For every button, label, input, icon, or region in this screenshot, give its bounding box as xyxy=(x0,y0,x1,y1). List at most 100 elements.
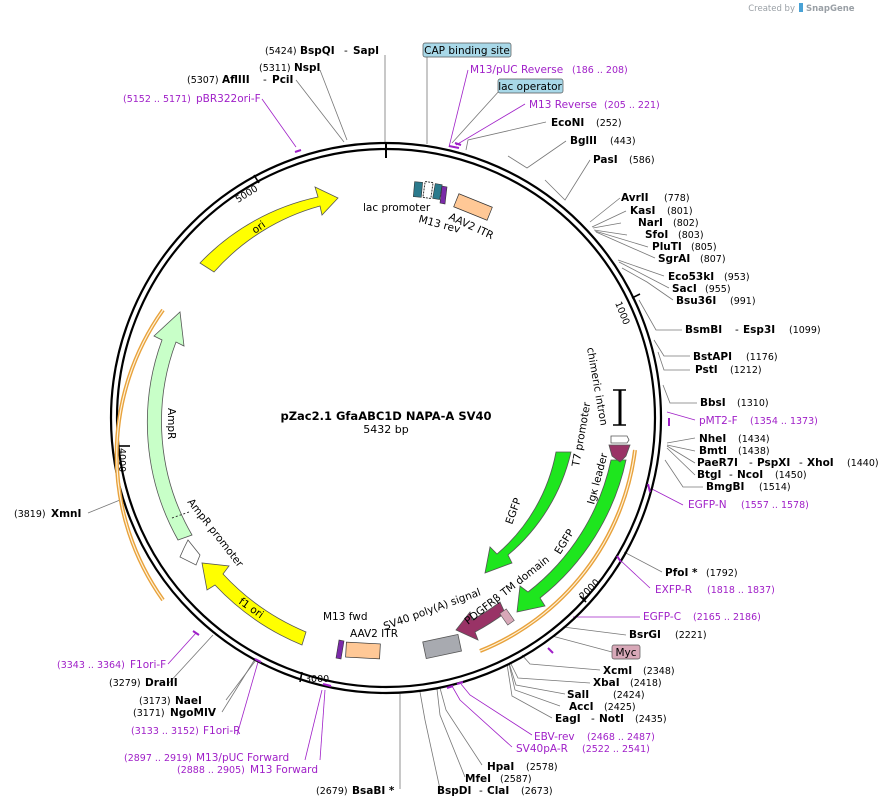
f1-ori-feature xyxy=(201,562,307,646)
enzyme-pspxi: PspXI xyxy=(757,457,790,469)
enzyme-sali: SalI xyxy=(567,689,589,701)
primer-m13puc-fwd-pos: (2897 .. 2919) xyxy=(124,753,192,764)
leader-naei xyxy=(225,659,257,701)
svg-text:(443): (443) xyxy=(610,136,636,147)
svg-text:(1212): (1212) xyxy=(730,365,762,376)
ampr-feature xyxy=(146,311,193,541)
enzyme-mfei: MfeI xyxy=(465,773,491,785)
enzyme-xbai: XbaI xyxy=(593,677,620,689)
leader-nhei xyxy=(666,437,696,444)
enzyme-pluti: PluTI xyxy=(652,241,682,253)
igk-leader-feature xyxy=(608,444,631,463)
leader-exfpr xyxy=(619,559,651,589)
leader-nari xyxy=(592,222,622,229)
tick-5000 xyxy=(253,174,260,184)
svg-text:-: - xyxy=(263,74,267,86)
t7-promoter-feature xyxy=(610,435,630,444)
egfp-inner-feature xyxy=(484,451,572,574)
enzyme-draiii-pos: (3279) xyxy=(109,678,141,689)
myc-feature xyxy=(499,608,515,626)
primer-m13-rev: M13 Reverse xyxy=(529,99,597,111)
leader-sfoi xyxy=(593,229,628,236)
primer-ebvrev: EBV-rev xyxy=(534,731,575,743)
leader-bmti xyxy=(666,444,696,452)
m13-fwd-feature xyxy=(335,639,345,660)
m13-rev-feature xyxy=(439,185,448,205)
leader-bspdi xyxy=(419,691,441,790)
primer-mark-sv40par xyxy=(446,685,454,689)
enzyme-eco53ki: Eco53kI xyxy=(668,271,714,283)
label-cap-binding: CAP binding site xyxy=(424,45,510,57)
plasmid-length: 5432 bp xyxy=(363,423,408,436)
leader-egfpn xyxy=(651,488,684,506)
svg-text:(1440): (1440) xyxy=(847,458,879,469)
svg-text:(778): (778) xyxy=(664,193,690,204)
enzyme-nspi-pos: (5311) xyxy=(259,63,291,74)
label-m13-fwd: M13 fwd xyxy=(323,611,368,623)
leader-f1orir xyxy=(236,661,259,736)
leader-pfoi xyxy=(623,551,663,573)
svg-text:(2425): (2425) xyxy=(604,702,636,713)
leader-eco53ki xyxy=(617,259,665,277)
svg-text:(2424): (2424) xyxy=(613,690,645,701)
enzyme-bspqi: BspQI xyxy=(300,45,335,57)
svg-text:-: - xyxy=(591,713,595,725)
svg-text:(1792): (1792) xyxy=(706,568,738,579)
primer-marks xyxy=(192,142,670,689)
enzyme-nari: NarI xyxy=(638,217,663,229)
primer-pmt2: pMT2-F xyxy=(699,415,738,427)
leader-sv40par xyxy=(451,685,513,748)
enzyme-saci: SacI xyxy=(672,283,697,295)
leader-bsrgi xyxy=(562,626,627,636)
leader-xmni xyxy=(87,499,121,514)
leader-pmt2 xyxy=(666,411,696,421)
enzyme-paer7i: PaeR7I xyxy=(697,457,738,469)
leader-pluti xyxy=(594,230,649,248)
svg-text:(1450): (1450) xyxy=(775,470,807,481)
enzyme-bsabi-pos: (2679) xyxy=(316,786,348,797)
leader-kasi xyxy=(591,210,627,228)
primer-sv40par-pos: (2522 .. 2541) xyxy=(582,744,650,755)
primer-m13puc-fwd: M13/pUC Forward xyxy=(196,752,289,764)
primer-f1orir-pos: (3133 .. 3152) xyxy=(131,726,199,737)
leader-xcmi xyxy=(521,654,601,671)
svg-text:(252): (252) xyxy=(596,118,622,129)
svg-text:(2435): (2435) xyxy=(635,714,667,725)
leader-m13puc-fwd xyxy=(319,689,326,761)
enzyme-nspi: NspI xyxy=(294,62,320,74)
leader-bsmbi xyxy=(638,299,682,331)
enzyme-xhoi: XhoI xyxy=(807,457,834,469)
primer-mark-m13-fwd xyxy=(322,683,332,687)
enzyme-eagi: EagI xyxy=(555,713,581,725)
enzyme-ncoi: NcoI xyxy=(737,469,763,481)
svg-text:-: - xyxy=(479,785,483,797)
enzyme-bbsi: BbsI xyxy=(700,397,726,409)
leader-saci xyxy=(618,261,670,289)
tick-label-3000: 3000 xyxy=(305,674,329,685)
credit-brand: SnapGene xyxy=(806,4,855,14)
svg-text:(953): (953) xyxy=(724,272,750,283)
leader-acci xyxy=(508,663,561,707)
svg-text:-: - xyxy=(735,324,739,336)
enzyme-ngomiv: NgoMIV xyxy=(170,707,217,719)
enzyme-xmni-pos: (3819) xyxy=(14,509,46,520)
ampr-promoter-feature xyxy=(179,539,201,566)
primer-m13puc-rev-pos: (186 .. 208) xyxy=(572,65,628,76)
svg-text:(2587): (2587) xyxy=(500,774,532,785)
enzyme-ngomiv-pos: (3171) xyxy=(133,708,165,719)
myc-box xyxy=(611,644,641,660)
leader-xbai xyxy=(509,661,591,684)
primer-f1orif: F1ori-F xyxy=(130,659,166,671)
enzyme-naei: NaeI xyxy=(175,695,202,707)
leader-econi xyxy=(465,121,547,151)
primer-mark-egfpn xyxy=(647,483,651,493)
svg-text:-: - xyxy=(749,457,753,469)
enzyme-pasi: PasI xyxy=(593,154,618,166)
primer-egfpn: EGFP-N xyxy=(688,499,727,511)
leader-afliii xyxy=(295,79,345,143)
label-egfp-inner: EGFP xyxy=(504,496,525,526)
primer-pbr322-pos: (5152 .. 5171) xyxy=(123,94,191,105)
enzyme-bmti: BmtI xyxy=(699,445,727,457)
primer-pmt2-pos: (1354 .. 1373) xyxy=(750,416,818,427)
primer-m13-fwd-pos: (2888 .. 2905) xyxy=(177,765,245,776)
